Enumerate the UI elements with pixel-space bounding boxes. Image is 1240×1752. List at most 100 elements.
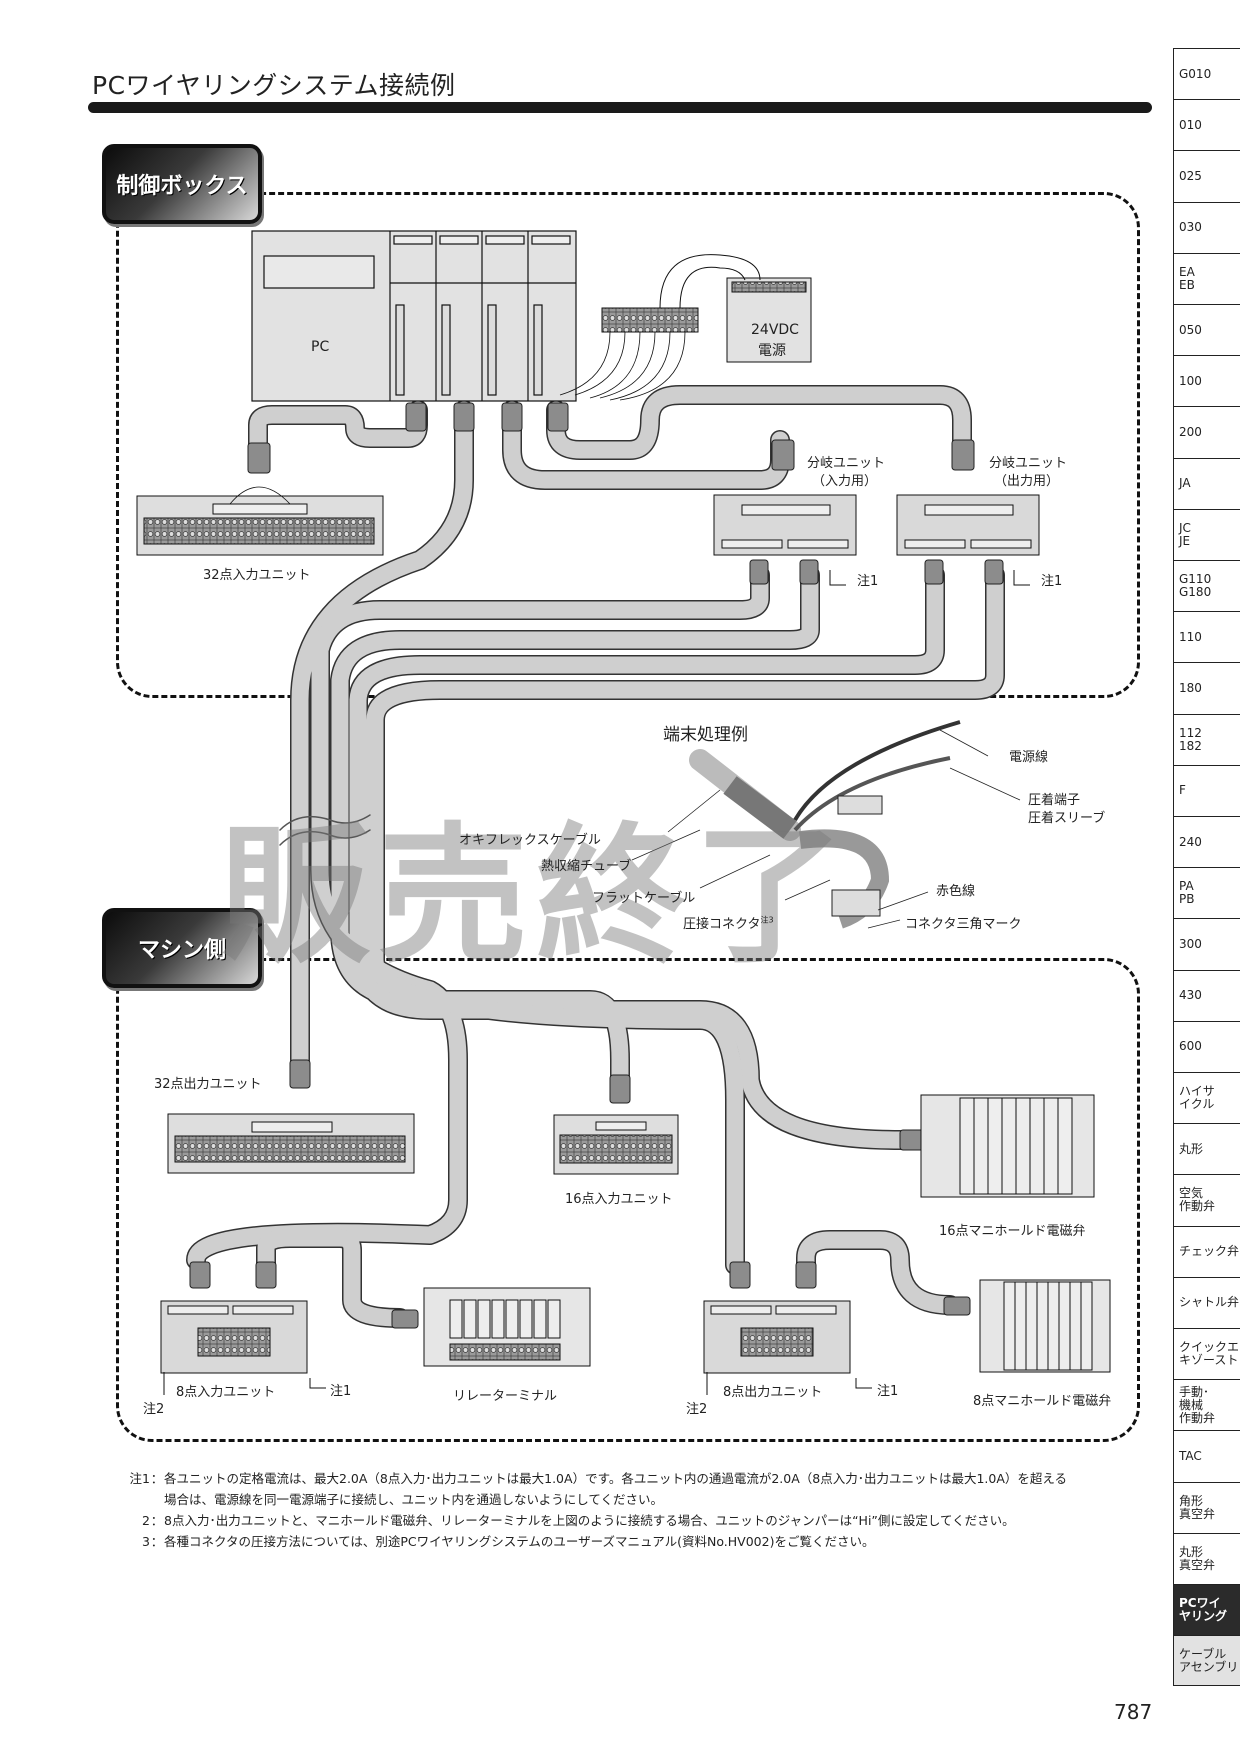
footnote-key: 注1 — [129, 1471, 150, 1486]
relay-terminal-label: リレーターミナル — [453, 1389, 558, 1404]
index-tab[interactable]: G110 G180 — [1173, 560, 1240, 612]
index-tab[interactable]: 240 — [1173, 816, 1240, 868]
terminal-example-drawing — [631, 720, 1021, 929]
index-tab-label: 丸形 真空弁 — [1179, 1544, 1216, 1572]
page-title: PCワイヤリングシステム接続例 — [92, 71, 456, 100]
index-tab[interactable]: 050 — [1173, 304, 1240, 356]
footnotes: 注1： 各ユニットの定格電流は、最大2.0A（8点入力･出力ユニットは最大1.0… — [112, 1468, 1067, 1552]
index-tab[interactable]: 110 — [1173, 611, 1240, 663]
index-tab-label: クイックエ キゾースト — [1179, 1340, 1240, 1368]
index-tab-label: 角形 真空弁 — [1179, 1493, 1216, 1521]
unit-32-input — [136, 486, 384, 556]
footnote-text: 場合は、電源線を同一電源端子に接続し、ユニット内を通過しないようにしてください。 — [164, 1492, 664, 1507]
note1-marker: 注1 — [330, 1384, 352, 1399]
index-tab-label: 010 — [1179, 117, 1202, 132]
index-tab-label: JC JE — [1179, 520, 1191, 548]
index-tab[interactable]: 010 — [1173, 99, 1240, 151]
manifold-16-label: 16点マニホールド電磁弁 — [939, 1224, 1086, 1239]
label-red-wire: 赤色線 — [936, 884, 976, 899]
index-tab-label: EA EB — [1179, 264, 1195, 292]
note2-marker: 注2 — [686, 1402, 708, 1417]
terminal-example-heading: 端末処理例 — [663, 725, 748, 745]
footnote-text: 各ユニットの定格電流は、最大2.0A（8点入力･出力ユニットは最大1.0A）です… — [164, 1471, 1068, 1486]
output-unit-32-label: 32点出力ユニット — [154, 1077, 262, 1092]
index-tab-label: シャトル弁 — [1179, 1295, 1240, 1310]
footnote-text: 8点入力･出力ユニットと、マニホールド電磁弁、リレーターミナルを上図のように接続… — [164, 1513, 1015, 1528]
index-tab-label: 300 — [1179, 936, 1202, 951]
index-tab-label: 030 — [1179, 220, 1202, 235]
index-tab-label: 240 — [1179, 834, 1202, 849]
terminal-strip — [559, 254, 812, 401]
power-supply-label-2: 電源 — [758, 343, 786, 359]
relay-terminal — [423, 1287, 591, 1367]
input-unit-16-label: 16点入力ユニット — [565, 1192, 673, 1207]
index-tab[interactable]: 030 — [1173, 201, 1240, 253]
pc-label: PC — [311, 339, 330, 355]
index-tab[interactable]: PCワイ ヤリング — [1173, 1584, 1240, 1636]
index-tab-label: 112 182 — [1179, 725, 1202, 753]
index-tab[interactable]: G010 — [1173, 48, 1240, 100]
index-tab[interactable]: 112 182 — [1173, 713, 1240, 765]
index-tab-label: チェック弁 — [1179, 1244, 1240, 1259]
index-tab[interactable]: 200 — [1173, 406, 1240, 458]
index-tab[interactable]: 600 — [1173, 1020, 1240, 1072]
label-connector-triangle: コネクタ三角マーク — [905, 917, 1022, 932]
index-tab[interactable]: 手動･ 機械 作動弁 — [1173, 1379, 1240, 1431]
index-tab[interactable]: PA PB — [1173, 867, 1240, 919]
index-tab[interactable]: EA EB — [1173, 252, 1240, 304]
power-supply-label-1: 24VDC — [751, 322, 799, 338]
input-unit-32-label: 32点入力ユニット — [203, 568, 311, 583]
index-tab-label: JA — [1179, 476, 1191, 491]
crimp-connector-text: 圧接コネクタ — [683, 917, 761, 932]
index-tab[interactable]: チェック弁 — [1173, 1225, 1240, 1277]
index-tab[interactable]: 430 — [1173, 969, 1240, 1021]
index-tab[interactable]: 180 — [1173, 662, 1240, 714]
footnote-key: 3 — [142, 1534, 150, 1549]
index-tab-label: ハイサ イクル — [1179, 1084, 1215, 1112]
index-tab[interactable]: 025 — [1173, 150, 1240, 202]
index-tab[interactable]: 空気 作動弁 — [1173, 1174, 1240, 1226]
note1-marker: 注1 — [857, 574, 879, 589]
index-tab-label: TAC — [1179, 1448, 1202, 1463]
branch-unit-input-label-1: 分岐ユニット — [807, 456, 886, 471]
note1-marker: 注1 — [877, 1384, 899, 1399]
label-okiflex-cable: オキフレックスケーブル — [459, 833, 601, 848]
unit-32-output — [167, 1113, 415, 1174]
section-label-machine-side: マシン側 — [102, 908, 262, 988]
index-tab-label: G110 G180 — [1179, 572, 1212, 600]
index-tab-label: 手動･ 機械 作動弁 — [1179, 1384, 1216, 1425]
index-tab-label: PCワイ ヤリング — [1179, 1596, 1228, 1624]
index-tab-label: 025 — [1179, 168, 1202, 183]
index-tab[interactable]: シャトル弁 — [1173, 1276, 1240, 1328]
label-power-wire: 電源線 — [1009, 750, 1049, 765]
manifold-16 — [920, 1094, 1095, 1198]
index-tab[interactable]: 丸形 真空弁 — [1173, 1532, 1240, 1584]
label-crimp-terminal: 圧着端子 — [1028, 793, 1081, 808]
page-number: 787 — [1114, 1700, 1153, 1724]
crimp-connector-note: 注3 — [760, 915, 774, 925]
machine-side-area — [116, 958, 1140, 1442]
index-tab[interactable]: 角形 真空弁 — [1173, 1481, 1240, 1533]
branch-unit-input — [713, 494, 857, 556]
index-tab[interactable]: F — [1173, 764, 1240, 816]
index-tab[interactable]: ハイサ イクル — [1173, 1072, 1240, 1124]
index-tab-label: 100 — [1179, 373, 1202, 388]
label-crimp-connector: 圧接コネクタ注3 — [683, 913, 774, 932]
index-tab[interactable]: JA — [1173, 457, 1240, 509]
index-tab[interactable]: 300 — [1173, 918, 1240, 970]
index-tab-label: G010 — [1179, 66, 1212, 81]
footnote-1: 注1： 各ユニットの定格電流は、最大2.0A（8点入力･出力ユニットは最大1.0… — [112, 1468, 1067, 1510]
branch-unit-output-label-2: （出力用） — [994, 474, 1060, 489]
index-tab-label: 丸形 — [1179, 1141, 1204, 1156]
cable-bundle — [186, 385, 1005, 1328]
index-tab[interactable]: ケーブル アセンブリ — [1173, 1635, 1240, 1687]
index-tab-label: ケーブル アセンブリ — [1179, 1646, 1239, 1674]
index-tab[interactable]: クイックエ キゾースト — [1173, 1328, 1240, 1380]
index-tab[interactable]: TAC — [1173, 1430, 1240, 1482]
index-tab-label: 200 — [1179, 424, 1202, 439]
index-tab[interactable]: 100 — [1173, 355, 1240, 407]
index-tab[interactable]: JC JE — [1173, 508, 1240, 560]
index-tab[interactable]: 丸形 — [1173, 1123, 1240, 1175]
unit-8-output — [703, 1300, 851, 1374]
